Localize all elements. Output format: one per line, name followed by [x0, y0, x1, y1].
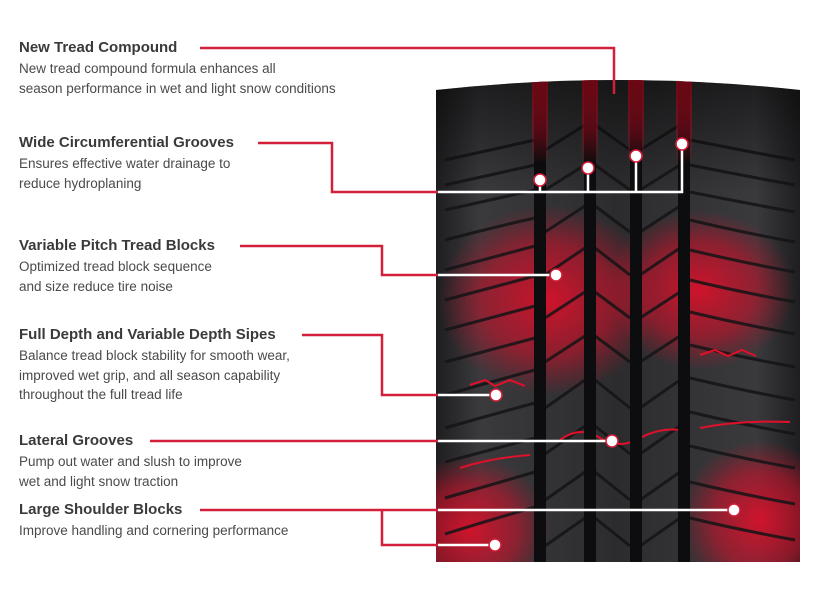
feature-description: Balance tread block stability for smooth…: [19, 348, 290, 402]
feature-description: Optimized tread block sequence and size …: [19, 259, 212, 294]
leader-circumferential-grooves-white: [438, 144, 684, 194]
leader-variable-pitch: [240, 244, 438, 277]
callout-dot: [727, 503, 741, 517]
leader-new-tread-compound: [200, 46, 616, 94]
feature-sipes: Full Depth and Variable Depth Sipes Bala…: [19, 326, 419, 405]
callout-dots: [488, 137, 741, 552]
feature-title: Lateral Grooves: [19, 432, 134, 449]
feature-new-tread-compound: New Tread Compound New tread compound fo…: [19, 39, 419, 98]
callout-dot: [605, 434, 619, 448]
feature-title: Large Shoulder Blocks: [19, 501, 183, 518]
callout-dot: [489, 388, 503, 402]
feature-lateral-grooves: Lateral Grooves Pump out water and slush…: [19, 432, 419, 491]
feature-description: New tread compound formula enhances all …: [19, 61, 336, 96]
leader-circumferential-grooves: [258, 141, 438, 194]
feature-title: Wide Circumferential Grooves: [19, 134, 234, 151]
feature-large-shoulder-blocks: Large Shoulder Blocks Improve handling a…: [19, 501, 419, 541]
feature-title: Full Depth and Variable Depth Sipes: [19, 326, 276, 343]
leader-sipes: [302, 333, 438, 397]
feature-title: Variable Pitch Tread Blocks: [19, 237, 215, 254]
callout-dot: [581, 161, 595, 175]
callout-dot: [675, 137, 689, 151]
callout-dot: [533, 173, 547, 187]
feature-description: Pump out water and slush to improve wet …: [19, 454, 242, 489]
feature-title: New Tread Compound: [19, 39, 178, 56]
feature-wide-circumferential-grooves: Wide Circumferential Grooves Ensures eff…: [19, 134, 419, 193]
callout-dot: [549, 268, 563, 282]
callout-dot: [629, 149, 643, 163]
feature-description: Improve handling and cornering performan…: [19, 523, 289, 538]
feature-description: Ensures effective water drainage to redu…: [19, 156, 231, 191]
callout-dot: [488, 538, 502, 552]
feature-variable-pitch-tread-blocks: Variable Pitch Tread Blocks Optimized tr…: [19, 237, 419, 296]
callout-leaders: [150, 46, 734, 547]
